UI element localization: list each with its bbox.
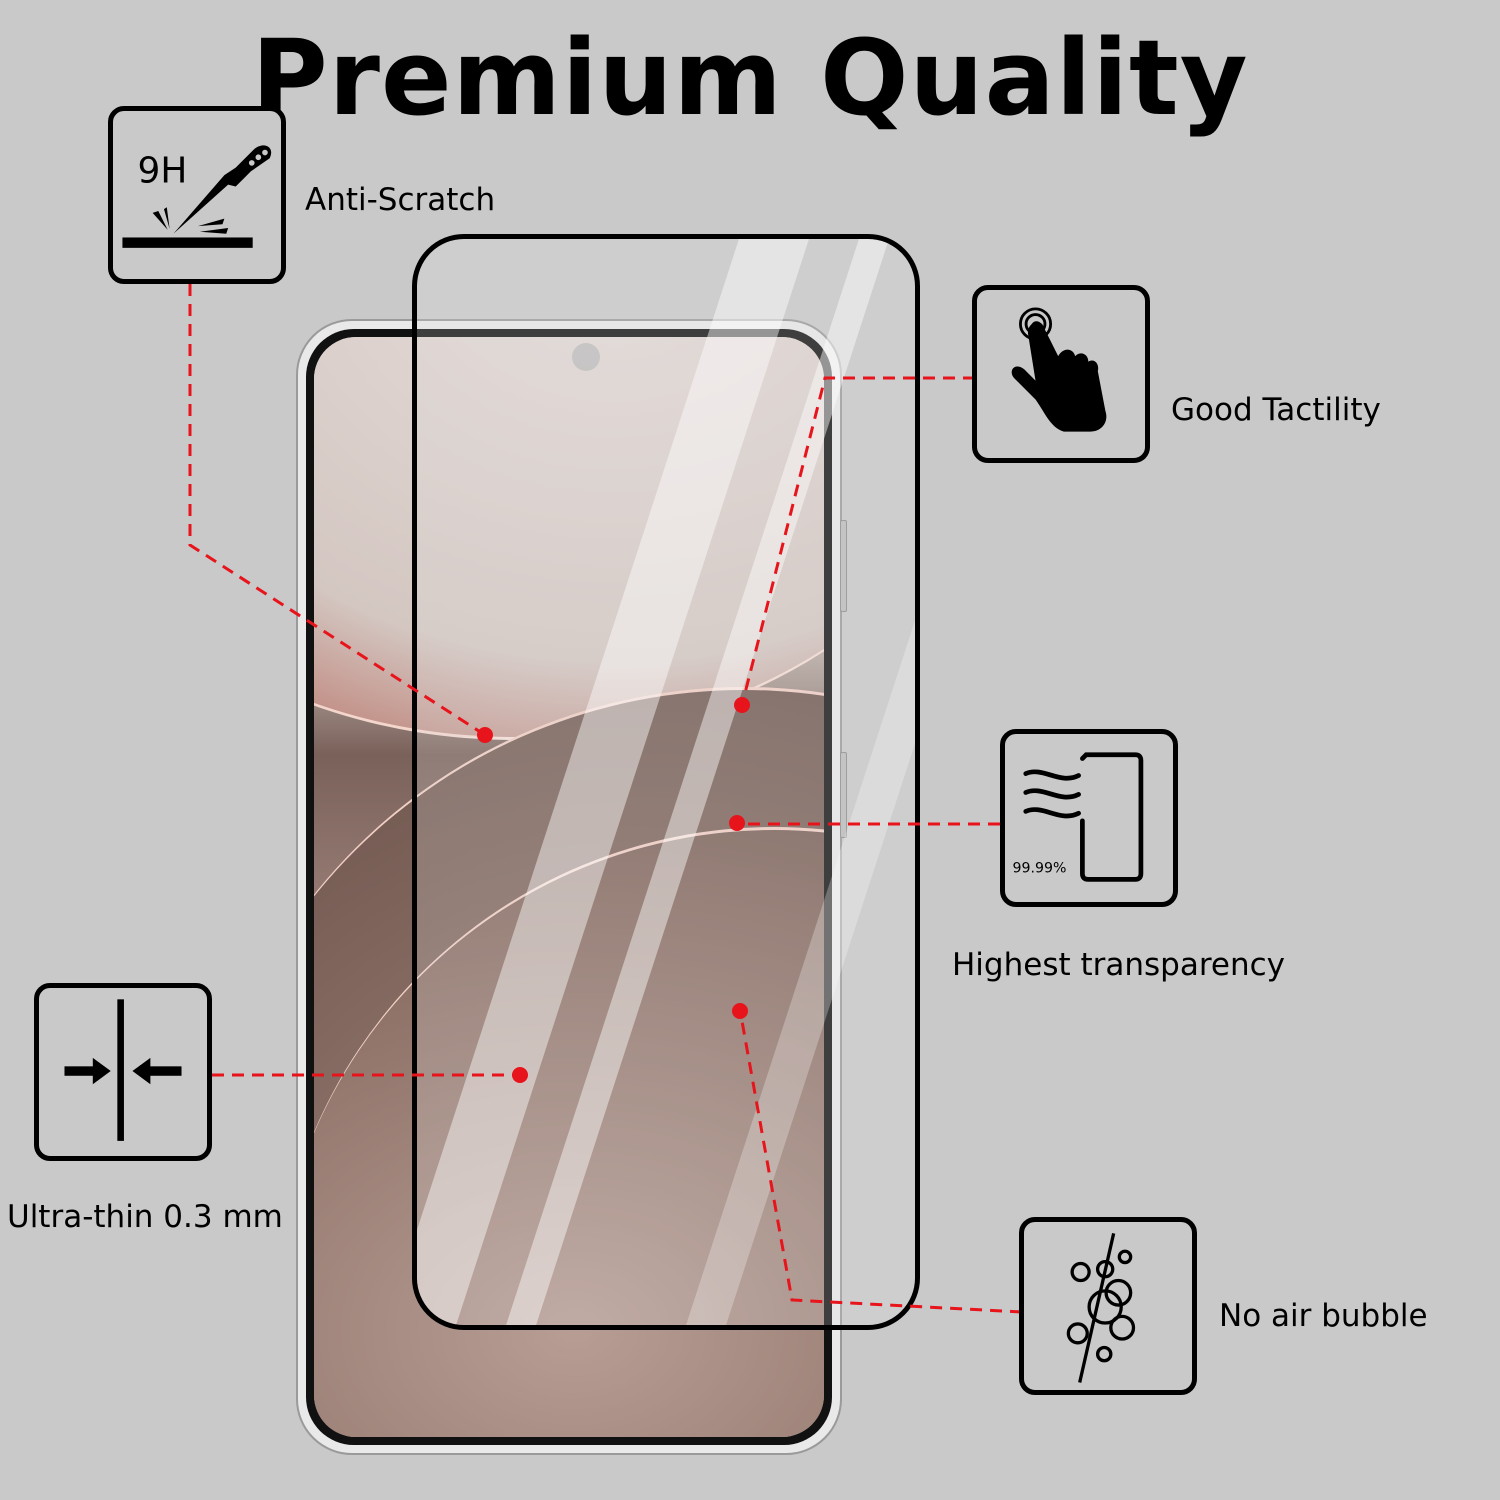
thickness-arrows-icon <box>64 999 182 1141</box>
page-title: Premium Quality <box>251 17 1249 139</box>
ultra-thin-icon-box <box>34 983 212 1161</box>
knife-9h-icon: 9H <box>122 145 272 248</box>
good-tactility-icon-box <box>972 285 1150 463</box>
svg-text:99.99%: 99.99% <box>1013 861 1067 877</box>
touch-hand-icon <box>1011 307 1107 432</box>
front-camera <box>572 343 600 371</box>
svg-text:9H: 9H <box>138 151 188 192</box>
bubbles-icon <box>1066 1232 1136 1383</box>
ultra-thin-label: Ultra-thin 0.3 mm <box>7 1199 283 1235</box>
screen-protector <box>412 234 920 1330</box>
highest-transparency-label: Highest transparency <box>952 947 1286 983</box>
no-air-bubble-label: No air bubble <box>1219 1298 1428 1334</box>
anti-scratch-icon-box: 9H <box>108 106 286 284</box>
transparency-screen-icon: 99.99% <box>1013 752 1144 882</box>
good-tactility-label: Good Tactility <box>1171 392 1381 428</box>
no-air-bubble-icon-box <box>1019 1217 1197 1395</box>
anti-scratch-label: Anti-Scratch <box>305 182 496 218</box>
highest-transparency-icon-box: 99.99% <box>1000 729 1178 907</box>
power-button <box>840 752 847 838</box>
